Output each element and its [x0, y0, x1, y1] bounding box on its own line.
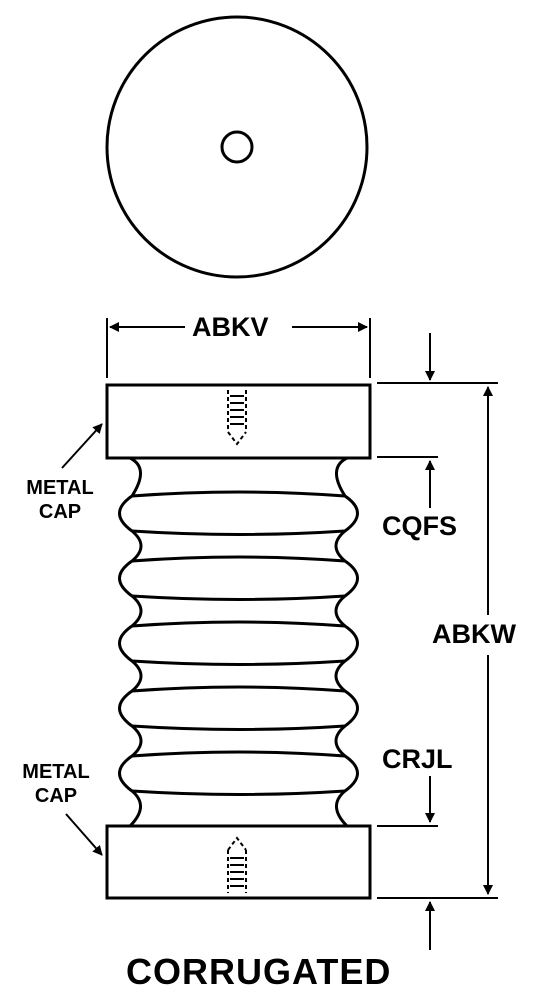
caption: CORRUGATED	[126, 951, 392, 992]
metal-cap-top-label: METAL CAP	[14, 476, 106, 524]
top-cap-thickness-label: CQFS	[382, 511, 458, 541]
top-metal-cap	[105, 383, 372, 460]
top-view	[105, 15, 369, 279]
convolution-9	[131, 750, 346, 758]
metal-cap-bottom-line1: METAL	[22, 761, 90, 783]
convolution-6	[131, 659, 346, 666]
bellows-body	[118, 456, 359, 828]
convolution-10	[131, 789, 346, 796]
bottom-cap-thickness-label: CRJL	[382, 744, 453, 774]
metal-cap-bottom-line2: CAP	[34, 785, 78, 807]
bottom-thread-marks	[230, 857, 244, 887]
convolution-3	[131, 555, 346, 563]
metal-cap-leaders	[61, 423, 103, 856]
convolution-5	[131, 620, 346, 628]
convolution-2	[131, 529, 346, 536]
width-dimension	[106, 318, 371, 378]
metal-cap-bottom-label: METAL CAP	[10, 760, 102, 808]
convolution-4	[131, 594, 346, 601]
top-threaded-hole	[227, 390, 247, 446]
bottom-metal-cap	[105, 824, 372, 900]
top-thread-marks	[230, 395, 244, 425]
overall-height-label: ABKW	[432, 619, 516, 649]
convolution-7	[131, 685, 346, 693]
bottom-threaded-hole	[227, 836, 247, 893]
center-hole	[220, 130, 254, 164]
metal-cap-top-line2: CAP	[38, 501, 82, 523]
height-dimensions	[377, 333, 498, 950]
convolution-8	[131, 724, 346, 731]
bellows-outline	[118, 456, 359, 828]
convolution-1	[131, 490, 346, 498]
width-label: ABKV	[192, 312, 269, 342]
top-view-disc	[105, 15, 369, 279]
metal-cap-top-line1: METAL	[26, 477, 94, 499]
